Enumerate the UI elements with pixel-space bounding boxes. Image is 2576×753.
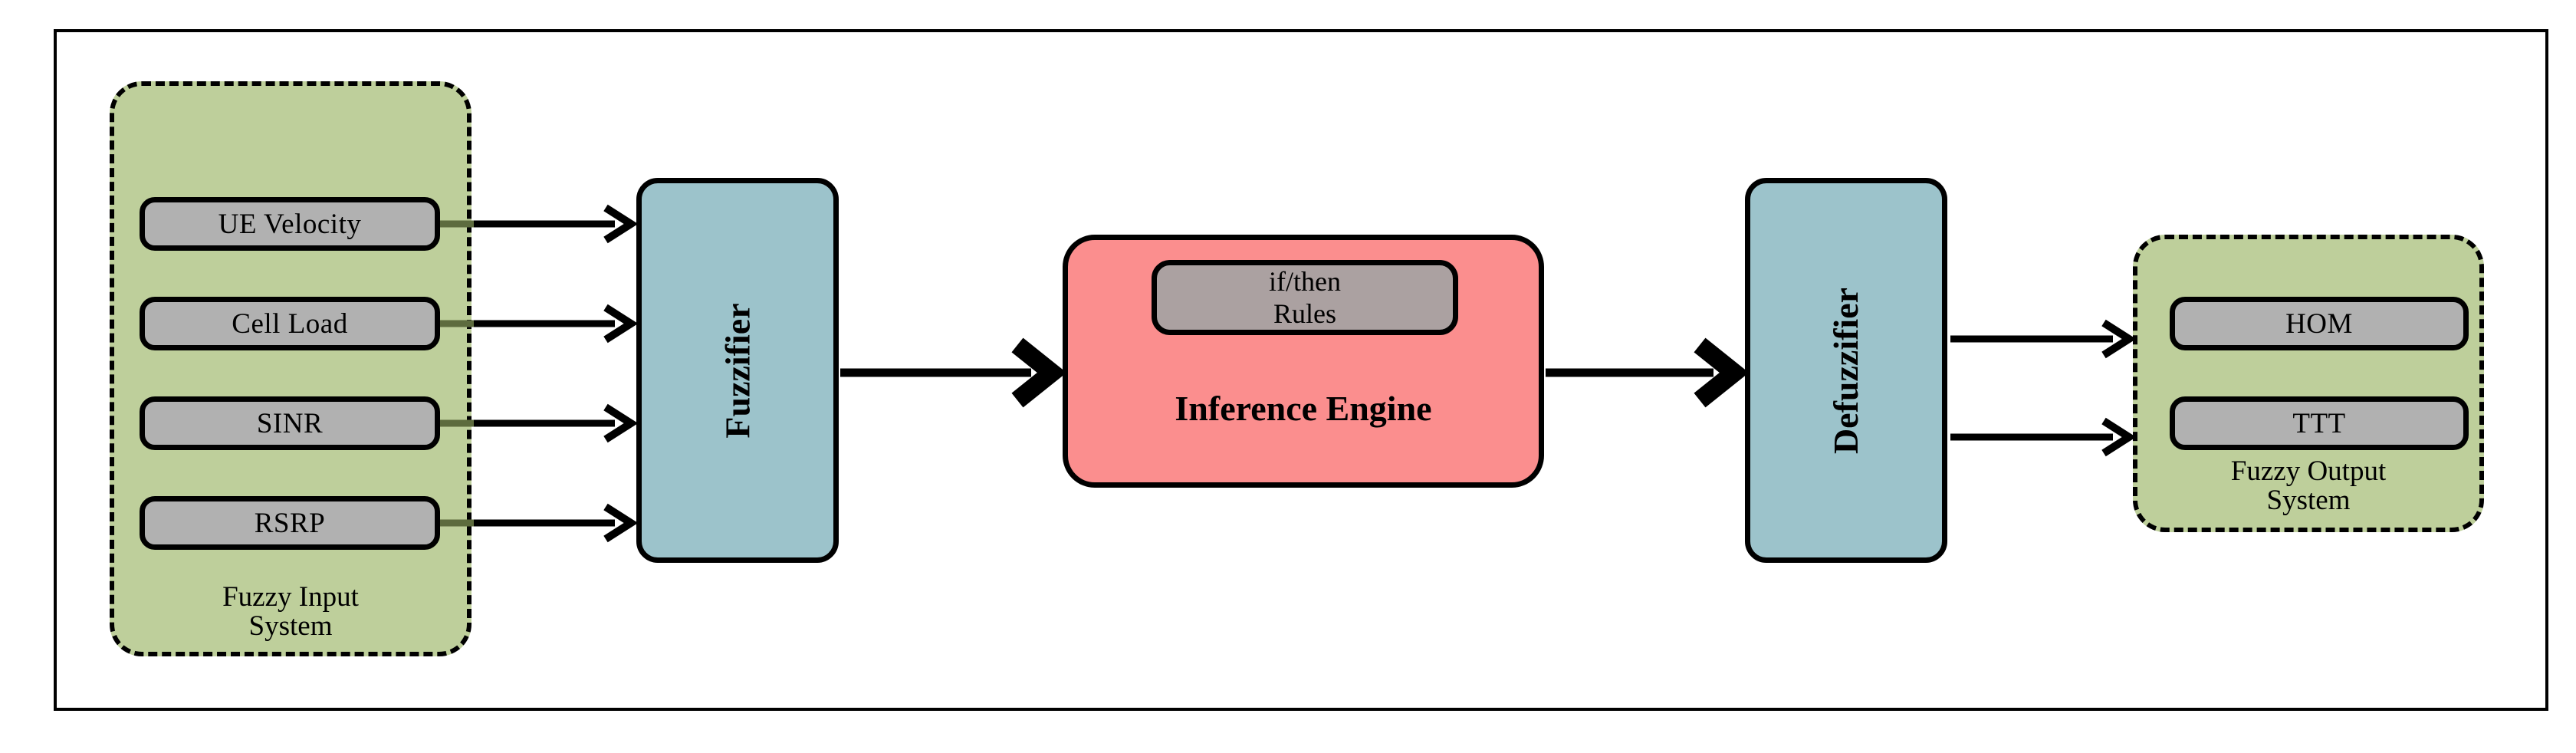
fuzzy-input-system-label-line2: System [248,610,333,642]
if-then-rules-label-line2: Rules [1273,298,1336,329]
if-then-rules-label-line1: if/then [1269,266,1341,297]
fuzzy-input-system-label-line1: Fuzzy Input [222,581,359,613]
fuzzy-output-system-label-line1: Fuzzy Output [2230,455,2387,487]
input-box-cell-load-label: Cell Load [232,307,348,340]
fuzzy-output-system-group [2133,235,2484,532]
output-box-ttt-label: TTT [2292,407,2346,439]
if-then-rules-box: if/then Rules [1152,260,1458,335]
input-box-sinr: SINR [140,396,440,450]
fuzzifier-box: Fuzzifier [636,178,839,563]
input-box-rsrp: RSRP [140,496,440,550]
output-box-hom: HOM [2170,297,2469,350]
output-box-ttt: TTT [2170,396,2469,450]
input-box-ue-velocity: UE Velocity [140,197,440,251]
fuzzy-input-system-group [110,81,472,656]
defuzzifier-label: Defuzzifier [1826,287,1866,454]
inference-engine-label: Inference Engine [1175,389,1432,428]
input-box-sinr-label: SINR [256,407,324,439]
inference-engine-box: if/then Rules Inference Engine [1063,235,1544,488]
defuzzifier-box: Defuzzifier [1745,178,1947,563]
outer-frame [54,29,2548,711]
output-box-hom-label: HOM [2285,307,2353,340]
input-box-ue-velocity-label: UE Velocity [218,208,362,240]
input-box-cell-load: Cell Load [140,297,440,350]
fuzzy-input-system-label: Fuzzy Input System [110,583,472,641]
fuzzy-output-system-label: Fuzzy Output System [2133,457,2484,515]
fuzzifier-label: Fuzzifier [718,302,757,439]
fuzzy-output-system-label-line2: System [2266,485,2351,516]
input-box-rsrp-label: RSRP [254,507,326,539]
